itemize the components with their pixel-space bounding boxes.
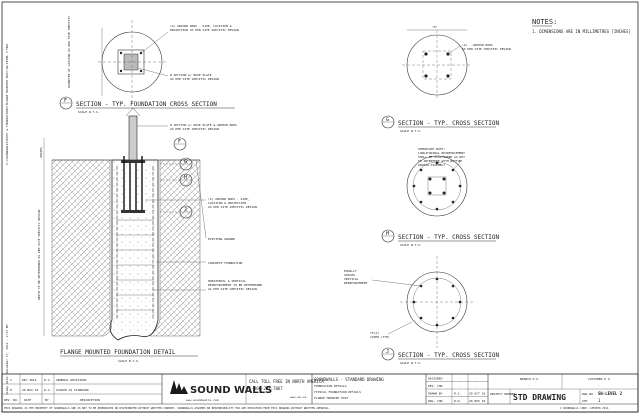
section-g-dim: "D": [432, 25, 438, 29]
company-phone: 1-866-221-7867: [249, 386, 283, 391]
main-note-reinf: HORIZONTAL & VERTICAL REINFORCEMENT TO B…: [208, 279, 264, 291]
section-j-scale: SCALE N.T.S.: [400, 361, 422, 365]
signoff-designed-date: -: [476, 377, 478, 381]
customer-value: -: [598, 383, 600, 387]
rev-header-by: BY: [45, 398, 49, 402]
section-j-title: SECTION - TYP. CROSS SECTION: [398, 352, 500, 359]
section-f-dim-label: DIAMETER OF CAISSON AS PER SITE SPECIFIC: [67, 16, 71, 88]
section-f-bubble: F: [64, 98, 67, 104]
copyright: © SOUNDWALLS CORP. LIMITED 2014: [560, 406, 609, 410]
main-note-ground: EXISTING GROUND: [208, 237, 235, 241]
section-j-note-cover: 75[3] COVER (TYP): [370, 331, 390, 339]
section-j-bubble: J: [386, 349, 389, 355]
rev-1-date: DEC 2014: [22, 378, 37, 382]
section-h: IMPORTANT NOTE: LONGITUDINAL REINFORCEME…: [381, 147, 500, 247]
file-path-text: Z:\SOUNDWALLS\POST & FOUNDATIONS\FLANGE …: [5, 44, 9, 165]
section-h-note: IMPORTANT NOTE: LONGITUDINAL REINFORCEME…: [418, 147, 467, 167]
main-note-rods: (4) ANCHOR RODS - SIZE, LOCATION & PROJE…: [208, 197, 257, 209]
signoff-dwgchk-date: 20 NOV 10: [469, 399, 485, 403]
company-web-short: www.sw.ca: [290, 395, 306, 399]
main-detail-title: FLANGE MOUNTED FOUNDATION DETAIL: [60, 349, 176, 356]
main-bubble-f: F: [178, 139, 181, 145]
rev-0-by: R.S.: [44, 388, 51, 392]
section-f-scale: SCALE N.T.S.: [78, 110, 100, 114]
signoff-dwgchk-label: DWG. CHK.: [428, 399, 444, 403]
section-h-bubble: H: [386, 231, 389, 237]
soundwalls-logo-icon: [170, 380, 188, 394]
dwg-no-value: SW-LEVEL 2: [598, 391, 623, 396]
call-line: CALL TOLL FREE IN NORTH AMERICA: [249, 379, 324, 384]
section-g: "D" (4) - ANCHOR RODS AS PER SITE SPECIF…: [381, 25, 511, 133]
project-label: PROJECT NUMBER: [490, 392, 515, 396]
section-f-note-plate: W SECTION w/ BASE PLATE AS PER SITE SPEC…: [170, 73, 219, 81]
rev-1-no: 1: [10, 378, 12, 382]
main-bubble-g: G: [184, 159, 187, 165]
section-f-title-block: F SECTION - TYP. FOUNDATION CROSS SECTIO…: [59, 96, 235, 114]
section-g-scale: SCALE N.T.S.: [400, 129, 422, 133]
project-value: STD DRAWING: [513, 393, 566, 402]
section-g-bubble: G: [386, 117, 389, 123]
main-foundation-detail: VARIES DEPTH TO BE DETERMINED AS PER SIT…: [37, 107, 264, 363]
signoff-designed-name: -: [458, 377, 460, 381]
company-website: www.soundwalls.com: [186, 398, 219, 402]
signoff-designed-label: DESIGNED: [428, 377, 443, 381]
rev-0-date: 20 NOV 10: [22, 388, 38, 392]
drawing-title-2: FOUNDATION DETAILS: [314, 384, 347, 388]
notes-heading: NOTES:: [532, 18, 557, 26]
section-j-note-spaced: EQUALLY SPACED VERTICAL REINFORCEMENT: [344, 269, 368, 285]
sheet-value: 1: [598, 398, 601, 403]
rev-header-no: REV. NO.: [4, 398, 19, 402]
stamp-date-text: Stamp Date: December 17, 2014 - 2:21 PM: [5, 324, 9, 395]
main-detail-scale: SCALE N.T.S.: [118, 359, 140, 363]
section-j: EQUALLY SPACED VERTICAL REINFORCEMENT 75…: [344, 256, 500, 365]
dim-varies: VARIES: [39, 147, 43, 158]
rev-header-desc: DESCRIPTION: [80, 398, 100, 402]
note-item-1: 1. DIMENSIONS ARE IN MILLIMETRES [INCHES…: [532, 29, 631, 34]
drawing-title-1: SOUNDWALLS - STANDARD DRAWING: [314, 377, 384, 382]
customer-label: CUSTOMER P.O.: [588, 377, 612, 381]
signoff-drawn-label: DRAWN BY: [428, 392, 443, 396]
sheet-label: SHT: [582, 399, 588, 403]
main-bubble-j: J: [184, 207, 187, 213]
branch-value: -: [528, 383, 530, 387]
dim-depth: DEPTH TO BE DETERMINED AS PER SITE SPECI…: [37, 209, 41, 300]
main-bubble-h: H: [184, 175, 187, 181]
rev-1-desc: GENERAL REVISIONS: [56, 378, 87, 382]
signoff-deschk-date: -: [476, 384, 478, 388]
main-note-w: W SECTION w/ BASE PLATE & ANCHOR RODS AS…: [170, 123, 239, 131]
logo-text: SOUND WALLS: [190, 385, 272, 396]
main-note-concrete: CONCRETE FOUNDATION: [208, 261, 243, 265]
title-block: 1 DEC 2014 R.S. GENERAL REVISIONS 0 20 N…: [1, 373, 639, 413]
signoff-drawn-name: R.S.: [454, 392, 461, 396]
dwg-no-label: DWG NO.: [582, 392, 595, 396]
company-logo: SOUND WALLS www.soundwalls.com: [170, 380, 272, 402]
section-g-note: (4) - ANCHOR RODS AS PER SITE SPECIFIC D…: [462, 43, 511, 51]
drawing-title-3: TYPICAL FOUNDATION DETAILS: [314, 390, 361, 394]
drawing-title-4: FLANGE MOUNTED POST: [314, 396, 349, 400]
rev-header-date: DATE: [24, 398, 31, 402]
section-f-plan: DIAMETER OF CAISSON AS PER SITE SPECIFIC…: [67, 16, 239, 104]
signoff-deschk-label: DES. CHK.: [428, 384, 444, 388]
section-h-title: SECTION - TYP. CROSS SECTION: [398, 234, 500, 241]
section-h-scale: SCALE N.T.S.: [400, 243, 422, 247]
rev-0-no: 0: [10, 388, 12, 392]
signoff-drawn-date: 20 OCT 10: [469, 392, 485, 396]
section-f-note-rods: (4) ANCHOR RODS - SIZE, LOCATION & PROJE…: [170, 24, 239, 32]
section-f-title: SECTION - TYP. FOUNDATION CROSS SECTION: [76, 101, 217, 108]
branch-label: BRANCH P.O.: [520, 377, 540, 381]
rev-1-by: R.S.: [44, 378, 51, 382]
notes-block: NOTES: 1. DIMENSIONS ARE IN MILLIMETRES …: [532, 18, 631, 34]
footer-disclaimer: THIS DRAWING IS THE PROPERTY OF SOUNDWAL…: [4, 406, 330, 410]
signoff-dwgchk-name: R.W.: [454, 399, 461, 403]
section-g-title: SECTION - TYP. CROSS SECTION: [398, 120, 500, 127]
rev-0-desc: ISSUED AS STANDARD: [56, 388, 89, 392]
signoff-deschk-name: -: [458, 384, 460, 388]
